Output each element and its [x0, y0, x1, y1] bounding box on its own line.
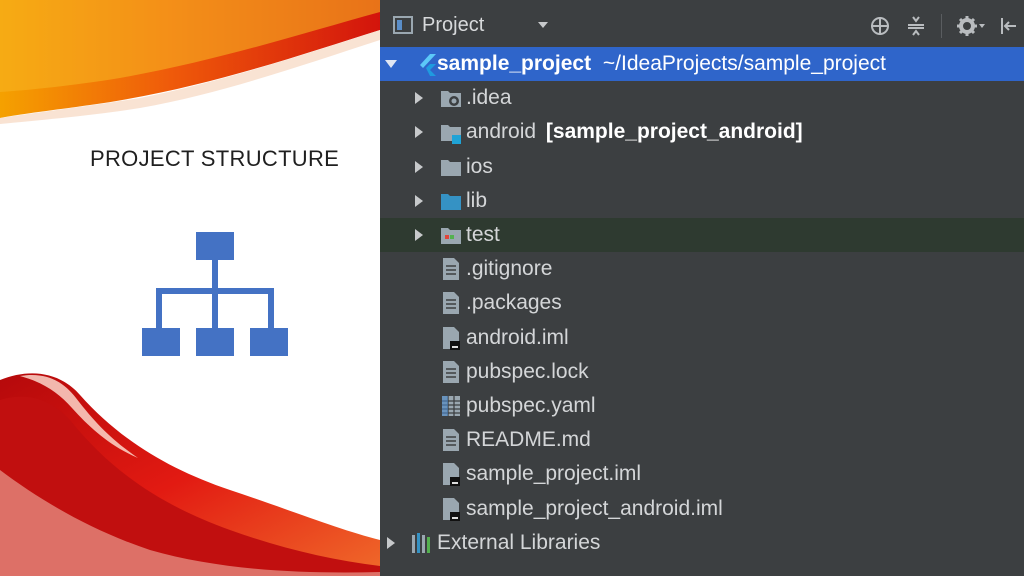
tree-item-sample-project-android-iml[interactable]: sample_project_android.iml	[380, 491, 1024, 525]
tree-item-label: sample_project_android.iml	[466, 496, 723, 520]
tree-item-lib[interactable]: lib	[380, 184, 1024, 218]
tree-item-label: .packages	[466, 291, 562, 315]
text-file-icon	[443, 429, 459, 452]
tree-item-test[interactable]: test	[380, 217, 1024, 253]
project-path: ~/IdeaProjects/sample_project	[602, 52, 886, 76]
folder-icon	[441, 159, 461, 176]
tree-item-label: sample_project.iml	[466, 462, 642, 486]
iml-file-icon	[443, 326, 460, 350]
module-name: [sample_project_android]	[545, 120, 803, 144]
toolbar-separator	[941, 14, 942, 38]
project-name: sample_project	[437, 52, 592, 76]
tree-item-label: .idea	[466, 86, 512, 110]
folder-settings-icon	[441, 91, 461, 108]
chevron-right-icon[interactable]	[412, 125, 426, 139]
tree-item-packages[interactable]: .packages	[380, 286, 1024, 320]
tree-item-label: External Libraries	[437, 530, 601, 554]
chevron-right-icon[interactable]	[412, 91, 426, 105]
header-toolbar	[869, 14, 1018, 38]
project-tool-window: Project	[380, 0, 1024, 576]
tree-item-android-iml[interactable]: android.iml	[380, 321, 1024, 355]
tree-root-item[interactable]: sample_project ~/IdeaProjects/sample_pro…	[380, 47, 1024, 82]
project-view-icon	[393, 16, 413, 34]
tool-window-header: Project	[380, 4, 1024, 46]
module-folder-icon	[441, 125, 461, 145]
tree-item-label: pubspec.yaml	[466, 393, 596, 417]
tree-item-pubspec-yaml[interactable]: pubspec.yaml	[380, 389, 1024, 423]
tree-item-label: ios	[466, 154, 493, 178]
tree-item-label: test	[466, 223, 500, 247]
source-folder-icon	[441, 193, 461, 210]
tree-item-idea[interactable]: .idea	[380, 81, 1024, 115]
tree-item-label: android	[466, 120, 537, 144]
view-selector-label[interactable]: Project	[422, 13, 485, 36]
yaml-file-icon	[442, 395, 460, 416]
tree-item-label: README.md	[466, 428, 591, 452]
collapse-all-icon[interactable]	[905, 15, 927, 37]
slide-panel: PROJECT STRUCTURE	[0, 0, 380, 576]
tree-item-label: lib	[466, 188, 488, 212]
iml-file-icon	[443, 497, 460, 521]
tree-item-sample-project-iml[interactable]: sample_project.iml	[380, 457, 1024, 491]
text-file-icon	[443, 292, 459, 315]
tree-item-ios[interactable]: ios	[380, 150, 1024, 184]
chevron-down-icon[interactable]	[536, 20, 550, 30]
chevron-right-icon[interactable]	[412, 194, 426, 208]
tree-item-android[interactable]: android [sample_project_android]	[380, 115, 1024, 149]
chevron-right-icon[interactable]	[384, 536, 398, 550]
red-wave-decoration	[0, 0, 380, 576]
libraries-icon	[412, 532, 430, 553]
hierarchy-icon	[142, 232, 288, 356]
tree-item-gitignore[interactable]: .gitignore	[380, 252, 1024, 286]
tree-item-label: pubspec.lock	[466, 359, 589, 383]
tree-item-external-libraries[interactable]: External Libraries	[380, 526, 1024, 560]
text-file-icon	[443, 258, 459, 281]
locate-icon[interactable]	[869, 15, 891, 37]
chevron-down-icon[interactable]	[384, 57, 398, 71]
iml-file-icon	[443, 463, 460, 487]
tree-item-label: android.iml	[466, 325, 569, 349]
test-folder-icon	[441, 228, 461, 245]
tree-item-label: .gitignore	[466, 257, 553, 281]
slide-title: PROJECT STRUCTURE	[90, 146, 340, 171]
project-tree: sample_project ~/IdeaProjects/sample_pro…	[380, 47, 1024, 560]
chevron-right-icon[interactable]	[412, 228, 426, 242]
hide-panel-icon[interactable]	[1000, 15, 1018, 37]
chevron-right-icon[interactable]	[412, 160, 426, 174]
flutter-icon	[420, 54, 436, 77]
text-file-icon	[443, 360, 459, 383]
tree-item-pubspec-lock[interactable]: pubspec.lock	[380, 355, 1024, 389]
tree-item-readme[interactable]: README.md	[380, 423, 1024, 457]
gear-icon[interactable]	[956, 15, 986, 37]
